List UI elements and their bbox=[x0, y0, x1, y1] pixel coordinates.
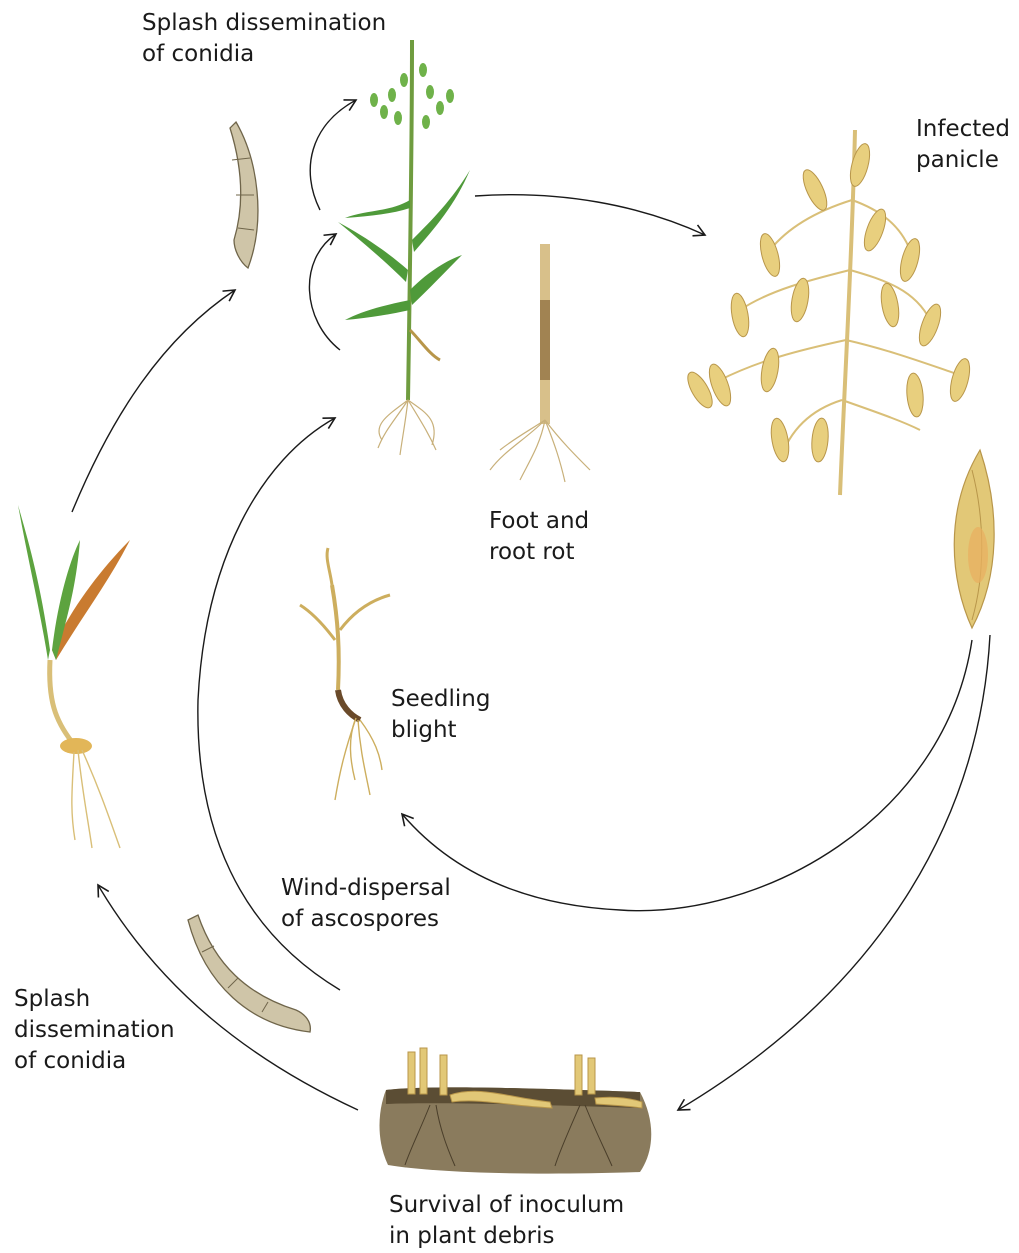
arrow-plant-to-panicle bbox=[475, 195, 705, 235]
label-line: Foot and bbox=[489, 506, 589, 537]
oat-plant-icon bbox=[338, 40, 470, 455]
label-line: root rot bbox=[489, 537, 589, 568]
label-line: dissemination bbox=[14, 1015, 175, 1046]
arrow-seedling-to-spore-top bbox=[72, 290, 235, 512]
label-splash-dissemination-left: Splash dissemination of conidia bbox=[14, 984, 175, 1077]
label-line: Wind-dispersal bbox=[281, 873, 451, 904]
conidium-top-icon bbox=[230, 122, 258, 268]
label-wind-dispersal: Wind-dispersal of ascospores bbox=[281, 873, 451, 935]
label-seedling-blight: Seedling blight bbox=[391, 684, 490, 746]
label-line: panicle bbox=[916, 145, 1010, 176]
arrow-splash-up-upper bbox=[310, 100, 356, 210]
infected-seedling-icon bbox=[18, 505, 130, 848]
label-line: Infected bbox=[916, 114, 1010, 145]
label-line: of conidia bbox=[142, 39, 386, 70]
label-line: of conidia bbox=[14, 1046, 175, 1077]
label-infected-panicle: Infected panicle bbox=[916, 114, 1010, 176]
arrow-grain-to-seedling-blight bbox=[402, 640, 972, 911]
label-line: of ascospores bbox=[281, 904, 451, 935]
arrow-grain-to-debris bbox=[678, 635, 990, 1110]
label-line: Splash bbox=[14, 984, 175, 1015]
plant-debris-icon bbox=[380, 1048, 652, 1174]
label-splash-dissemination-top: Splash dissemination of conidia bbox=[142, 8, 386, 70]
label-survival-of-inoculum: Survival of inoculum in plant debris bbox=[389, 1190, 624, 1252]
label-line: Splash dissemination bbox=[142, 8, 386, 39]
label-line: Survival of inoculum bbox=[389, 1190, 624, 1221]
label-line: blight bbox=[391, 715, 490, 746]
label-line: in plant debris bbox=[389, 1221, 624, 1252]
label-foot-and-root-rot: Foot and root rot bbox=[489, 506, 589, 568]
label-line: Seedling bbox=[391, 684, 490, 715]
infected-grain-icon bbox=[954, 450, 994, 628]
arrow-splash-up-lower bbox=[309, 234, 340, 350]
seedling-blight-icon bbox=[300, 548, 390, 800]
infected-panicle-icon bbox=[683, 130, 973, 495]
foot-root-rot-icon bbox=[490, 244, 590, 482]
